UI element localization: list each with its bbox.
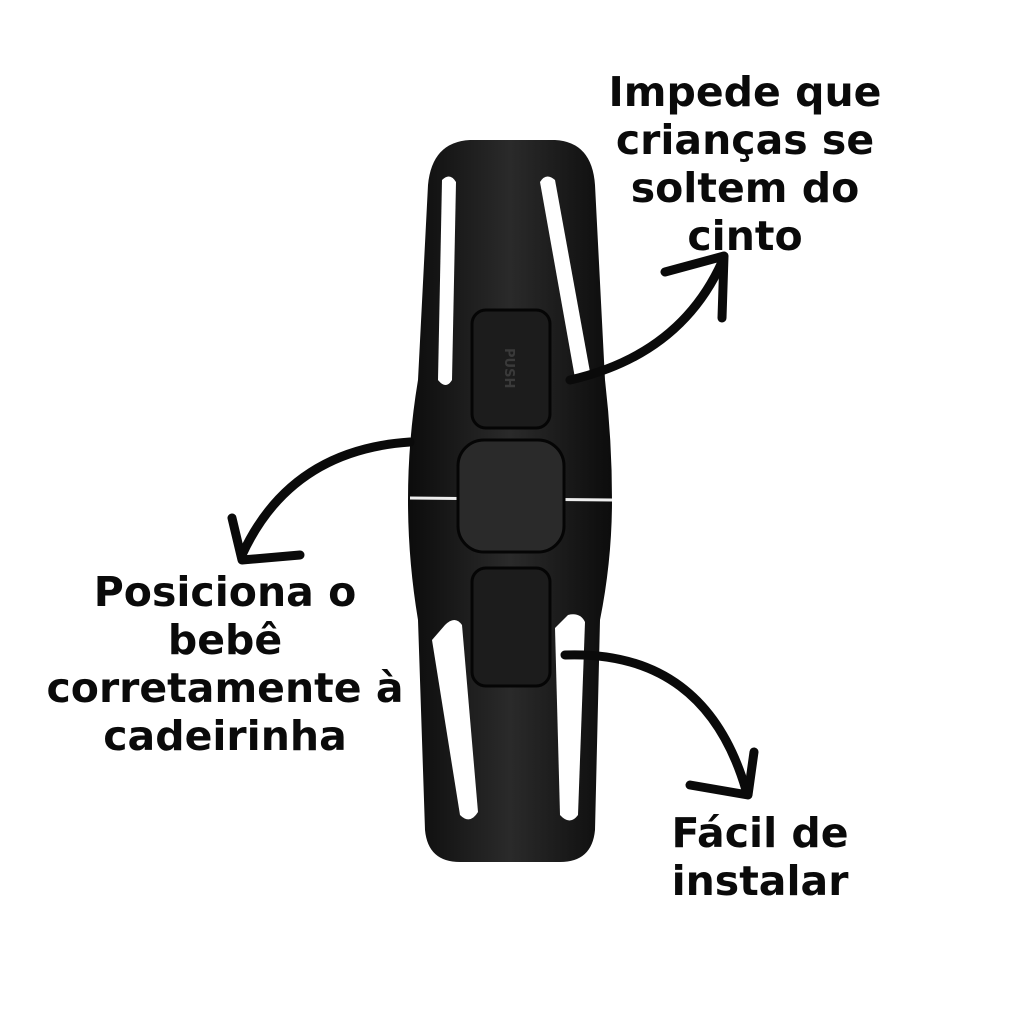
caption-line: instalar [671, 857, 849, 905]
caption-line: corretamente à [46, 664, 404, 712]
caption-line: Posiciona o [93, 568, 357, 616]
slot-top-right [540, 176, 590, 381]
caption-positions-baby: Posiciona o bebê corretamente à cadeirin… [20, 568, 430, 760]
caption-line: bebê [167, 616, 283, 664]
caption-prevents-release: Impede que crianças se soltem do cinto [565, 68, 925, 260]
caption-easy-install: Fácil de instalar [610, 809, 910, 905]
push-label: PUSH [501, 348, 516, 388]
slot-bottom-left [432, 620, 478, 820]
caption-line: soltem do [630, 164, 860, 212]
arrow-top-right-icon [565, 251, 729, 385]
slot-bottom-right [555, 614, 585, 821]
arrow-left-icon [227, 437, 415, 565]
arrow-bottom-right-icon [560, 650, 759, 800]
center-button [456, 438, 566, 554]
caption-line: crianças se [615, 116, 875, 164]
push-button [470, 308, 552, 430]
slot-top-left [438, 176, 456, 385]
caption-line: cadeirinha [103, 712, 347, 760]
caption-line: Impede que [608, 68, 882, 116]
caption-line: cinto [687, 212, 803, 260]
caption-line: Fácil de [671, 809, 849, 857]
lower-button [470, 566, 552, 688]
